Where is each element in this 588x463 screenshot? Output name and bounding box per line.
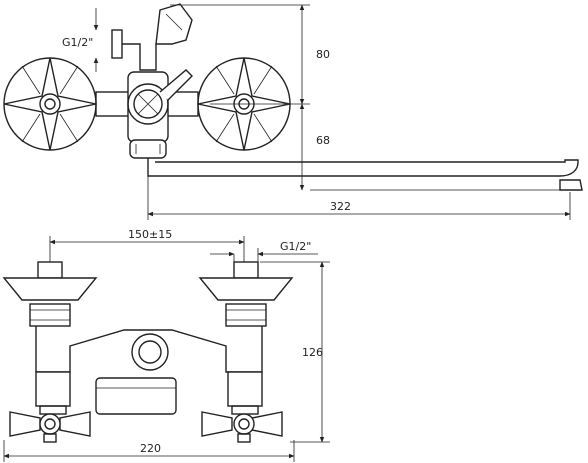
dimension-150: 150±15 [128, 228, 172, 241]
dimension-68: 68 [316, 134, 330, 147]
left-connector-front [2, 261, 98, 327]
right-connector-front [198, 261, 294, 327]
dimension-80: 80 [316, 48, 330, 61]
top-view-dimensions: 80 68 322 G1/2" [62, 4, 580, 220]
front-view-dimensions: 150±15 G1/2" 126 220 [3, 228, 330, 462]
shower-outlet-top [111, 3, 193, 71]
front-view [2, 261, 294, 443]
dimension-322: 322 [330, 200, 351, 213]
thread-label-top: G1/2" [62, 36, 93, 49]
left-handle-top [3, 57, 97, 151]
spout-top [147, 158, 583, 191]
top-view [3, 3, 583, 191]
dimension-220: 220 [140, 442, 161, 455]
dimension-126: 126 [302, 346, 323, 359]
right-valve-front [201, 371, 283, 443]
central-body-top [95, 69, 199, 159]
thread-label-bottom: G1/2" [280, 240, 311, 253]
left-valve-front [9, 371, 91, 443]
